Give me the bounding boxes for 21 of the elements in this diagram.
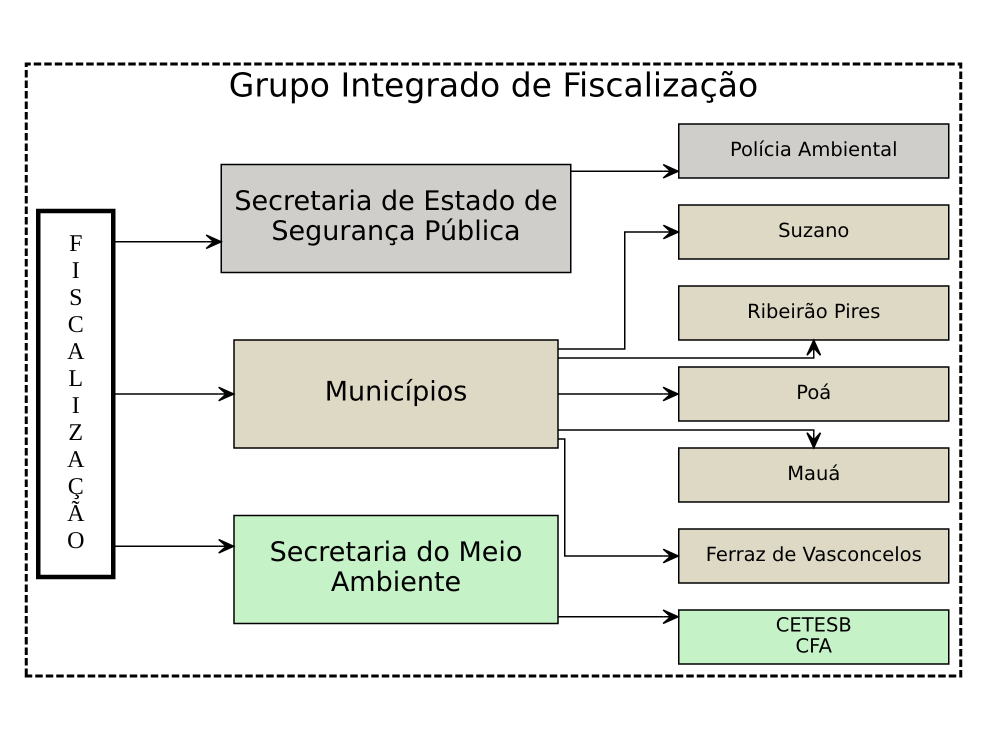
- arrow: [571, 164, 679, 179]
- arrow: [114, 386, 234, 402]
- arrow: [558, 224, 680, 350]
- node-box: FISCALIZAÇÃO: [36, 208, 116, 580]
- node-box: Ferraz de Vasconcelos: [678, 528, 950, 584]
- arrow: [558, 386, 679, 402]
- arrow: [558, 438, 680, 564]
- arrow: [114, 538, 234, 554]
- node-box: Polícia Ambiental: [678, 123, 950, 179]
- arrow: [114, 234, 222, 250]
- node-box: CETESB CFA: [678, 609, 950, 665]
- arrow: [558, 609, 679, 624]
- node-box: Municípios: [233, 339, 559, 449]
- node-box: Mauá: [678, 447, 950, 503]
- node-box: Poá: [678, 366, 950, 422]
- node-box: Ribeirão Pires: [678, 285, 950, 341]
- node-box: Secretaria do Meio Ambiente: [233, 514, 559, 624]
- node-box: Secretaria de Estado de Segurança Pública: [220, 164, 572, 274]
- node-box: Suzano: [678, 204, 950, 260]
- arrow: [558, 429, 822, 449]
- arrow: [558, 339, 822, 359]
